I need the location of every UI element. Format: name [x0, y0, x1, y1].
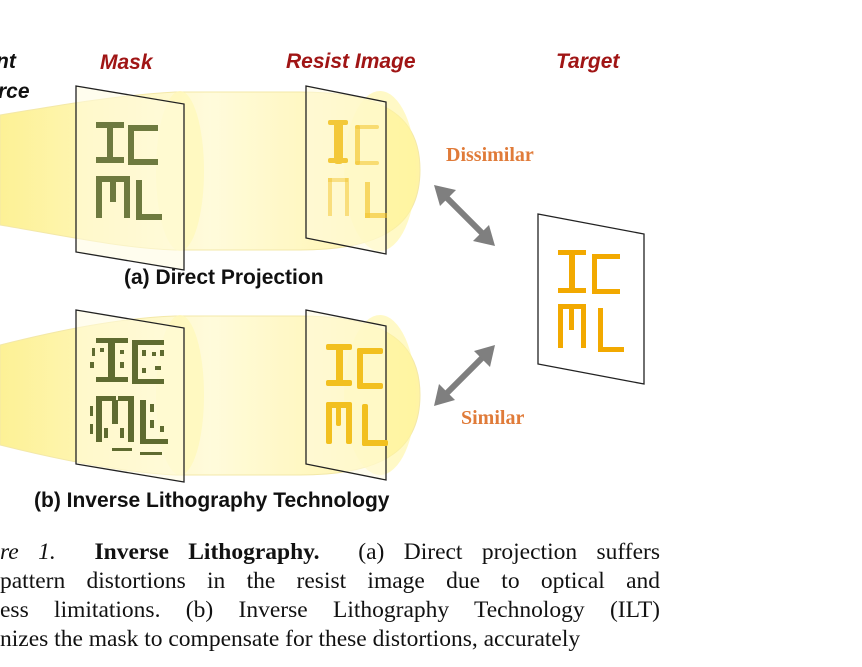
target-plane [537, 213, 645, 385]
dissimilar-label: Dissimilar [446, 144, 534, 166]
target-label: Target [556, 50, 620, 73]
mask-pattern-b [90, 338, 168, 455]
subcaption-b: (b) Inverse Lithography Technology [34, 489, 390, 512]
mask-label: Mask [100, 51, 154, 74]
similar-arrow [434, 345, 495, 406]
resist-pattern-a [328, 120, 387, 218]
light-source-label-line2: rce [0, 80, 30, 103]
caption-line-1: re 1. Inverse Lithography. (a) Direct pr… [0, 538, 660, 567]
resist-pattern-b [326, 344, 388, 446]
caption-line-3: ess limitations. (b) Inverse Lithography… [0, 597, 660, 623]
resist-plane-b [305, 309, 387, 481]
resist-plane-a [305, 85, 387, 255]
ilt-row [0, 309, 421, 483]
resist-image-label: Resist Image [286, 50, 416, 73]
caption-title: Inverse Lithography. [94, 539, 320, 565]
subcaption-a: (a) Direct Projection [124, 266, 324, 289]
caption-line-1-rest: (a) Direct projection suffers [358, 539, 660, 565]
dissimilar-arrow [434, 185, 495, 246]
light-source-label-line1: nt [0, 50, 17, 73]
caption-line-2: pattern distortions in the resist image … [0, 568, 660, 594]
caption-line-4: nizes the mask to compensate for these d… [0, 626, 581, 652]
figure-caption: re 1. Inverse Lithography. (a) Direct pr… [0, 538, 660, 667]
similar-label: Similar [461, 407, 524, 429]
target-panel [537, 213, 645, 385]
target-pattern [558, 250, 624, 352]
direct-projection-row [0, 85, 421, 271]
mask-pattern-a [96, 122, 162, 220]
caption-figure-number: re 1. [0, 539, 56, 565]
